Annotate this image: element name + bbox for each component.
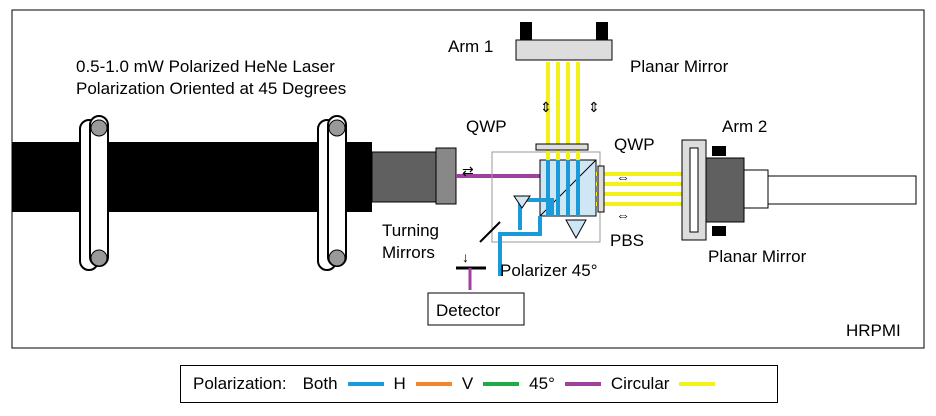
legend-swatch-45deg bbox=[564, 382, 601, 386]
quarter-wave-plate-right bbox=[597, 165, 605, 213]
legend-item-both: Both bbox=[303, 374, 384, 394]
legend-swatch-circular bbox=[679, 382, 716, 386]
legend-item-v: V bbox=[461, 374, 520, 394]
laser-mount-left bbox=[79, 115, 109, 271]
arm2-motion-top-icon: ⇔ bbox=[616, 169, 630, 185]
qwp-right-label: QWP bbox=[614, 135, 655, 154]
legend-label: Circular bbox=[610, 374, 670, 393]
legend-swatch-v bbox=[483, 382, 520, 386]
arm2-label: Arm 2 bbox=[722, 117, 767, 136]
arm1-motion-right-icon: ⇕ bbox=[588, 99, 600, 115]
quarter-wave-plate-top bbox=[535, 143, 589, 151]
qwp-left-label: QWP bbox=[466, 117, 507, 136]
legend-label: Both bbox=[302, 374, 338, 393]
polarization-legend: Polarization: Both H V 45° Circular bbox=[180, 365, 778, 403]
laser-tube bbox=[12, 142, 372, 212]
arm1-label: Arm 1 bbox=[448, 37, 493, 56]
turning-mirrors-label-line2: Mirrors bbox=[382, 243, 435, 262]
legend-item-h: H bbox=[394, 374, 452, 394]
arm2-planar-mirror bbox=[681, 139, 917, 241]
laser-head bbox=[371, 151, 437, 203]
legend-title: Polarization: bbox=[193, 374, 287, 393]
arm1-planar-mirror bbox=[515, 22, 613, 61]
legend-label: H bbox=[393, 374, 406, 393]
arm2-beams bbox=[596, 172, 686, 206]
arm2-motion-bottom-icon: ⇔ bbox=[616, 207, 630, 223]
hrpmi-title: HRPMI bbox=[846, 321, 901, 340]
planar-mirror-right-label: Planar Mirror bbox=[708, 247, 807, 266]
laser-mount-right bbox=[317, 115, 347, 271]
arm1-beams bbox=[546, 62, 580, 216]
return-arrow-icon: ↓ bbox=[462, 249, 469, 265]
legend-swatch-both bbox=[347, 382, 384, 386]
legend-item-circular: Circular bbox=[611, 374, 716, 394]
legend-label: V bbox=[461, 374, 474, 393]
laser-label-line1: 0.5-1.0 mW Polarized HeNe Laser bbox=[76, 57, 335, 76]
detector-box bbox=[427, 292, 525, 326]
planar-mirror-top-label: Planar Mirror bbox=[630, 57, 729, 76]
arm1-motion-left-icon: ⇕ bbox=[540, 99, 552, 115]
pbs-label: PBS bbox=[610, 231, 644, 250]
helium-neon-laser bbox=[12, 142, 457, 212]
detector-label: Detector bbox=[436, 301, 501, 320]
turning-mirrors bbox=[479, 195, 587, 276]
legend-swatch-h bbox=[415, 382, 452, 386]
laser-label-line2: Polarization Oriented at 45 Degrees bbox=[76, 79, 346, 98]
legend-item-45deg: 45° bbox=[529, 374, 601, 394]
laser-aperture bbox=[435, 147, 457, 205]
turning-mirrors-label-line1: Turning bbox=[382, 221, 439, 240]
polarizer-label: Polarizer 45° bbox=[500, 261, 598, 280]
arrow-right-icon: ⇄ bbox=[462, 163, 474, 179]
legend-label: 45° bbox=[529, 374, 555, 393]
